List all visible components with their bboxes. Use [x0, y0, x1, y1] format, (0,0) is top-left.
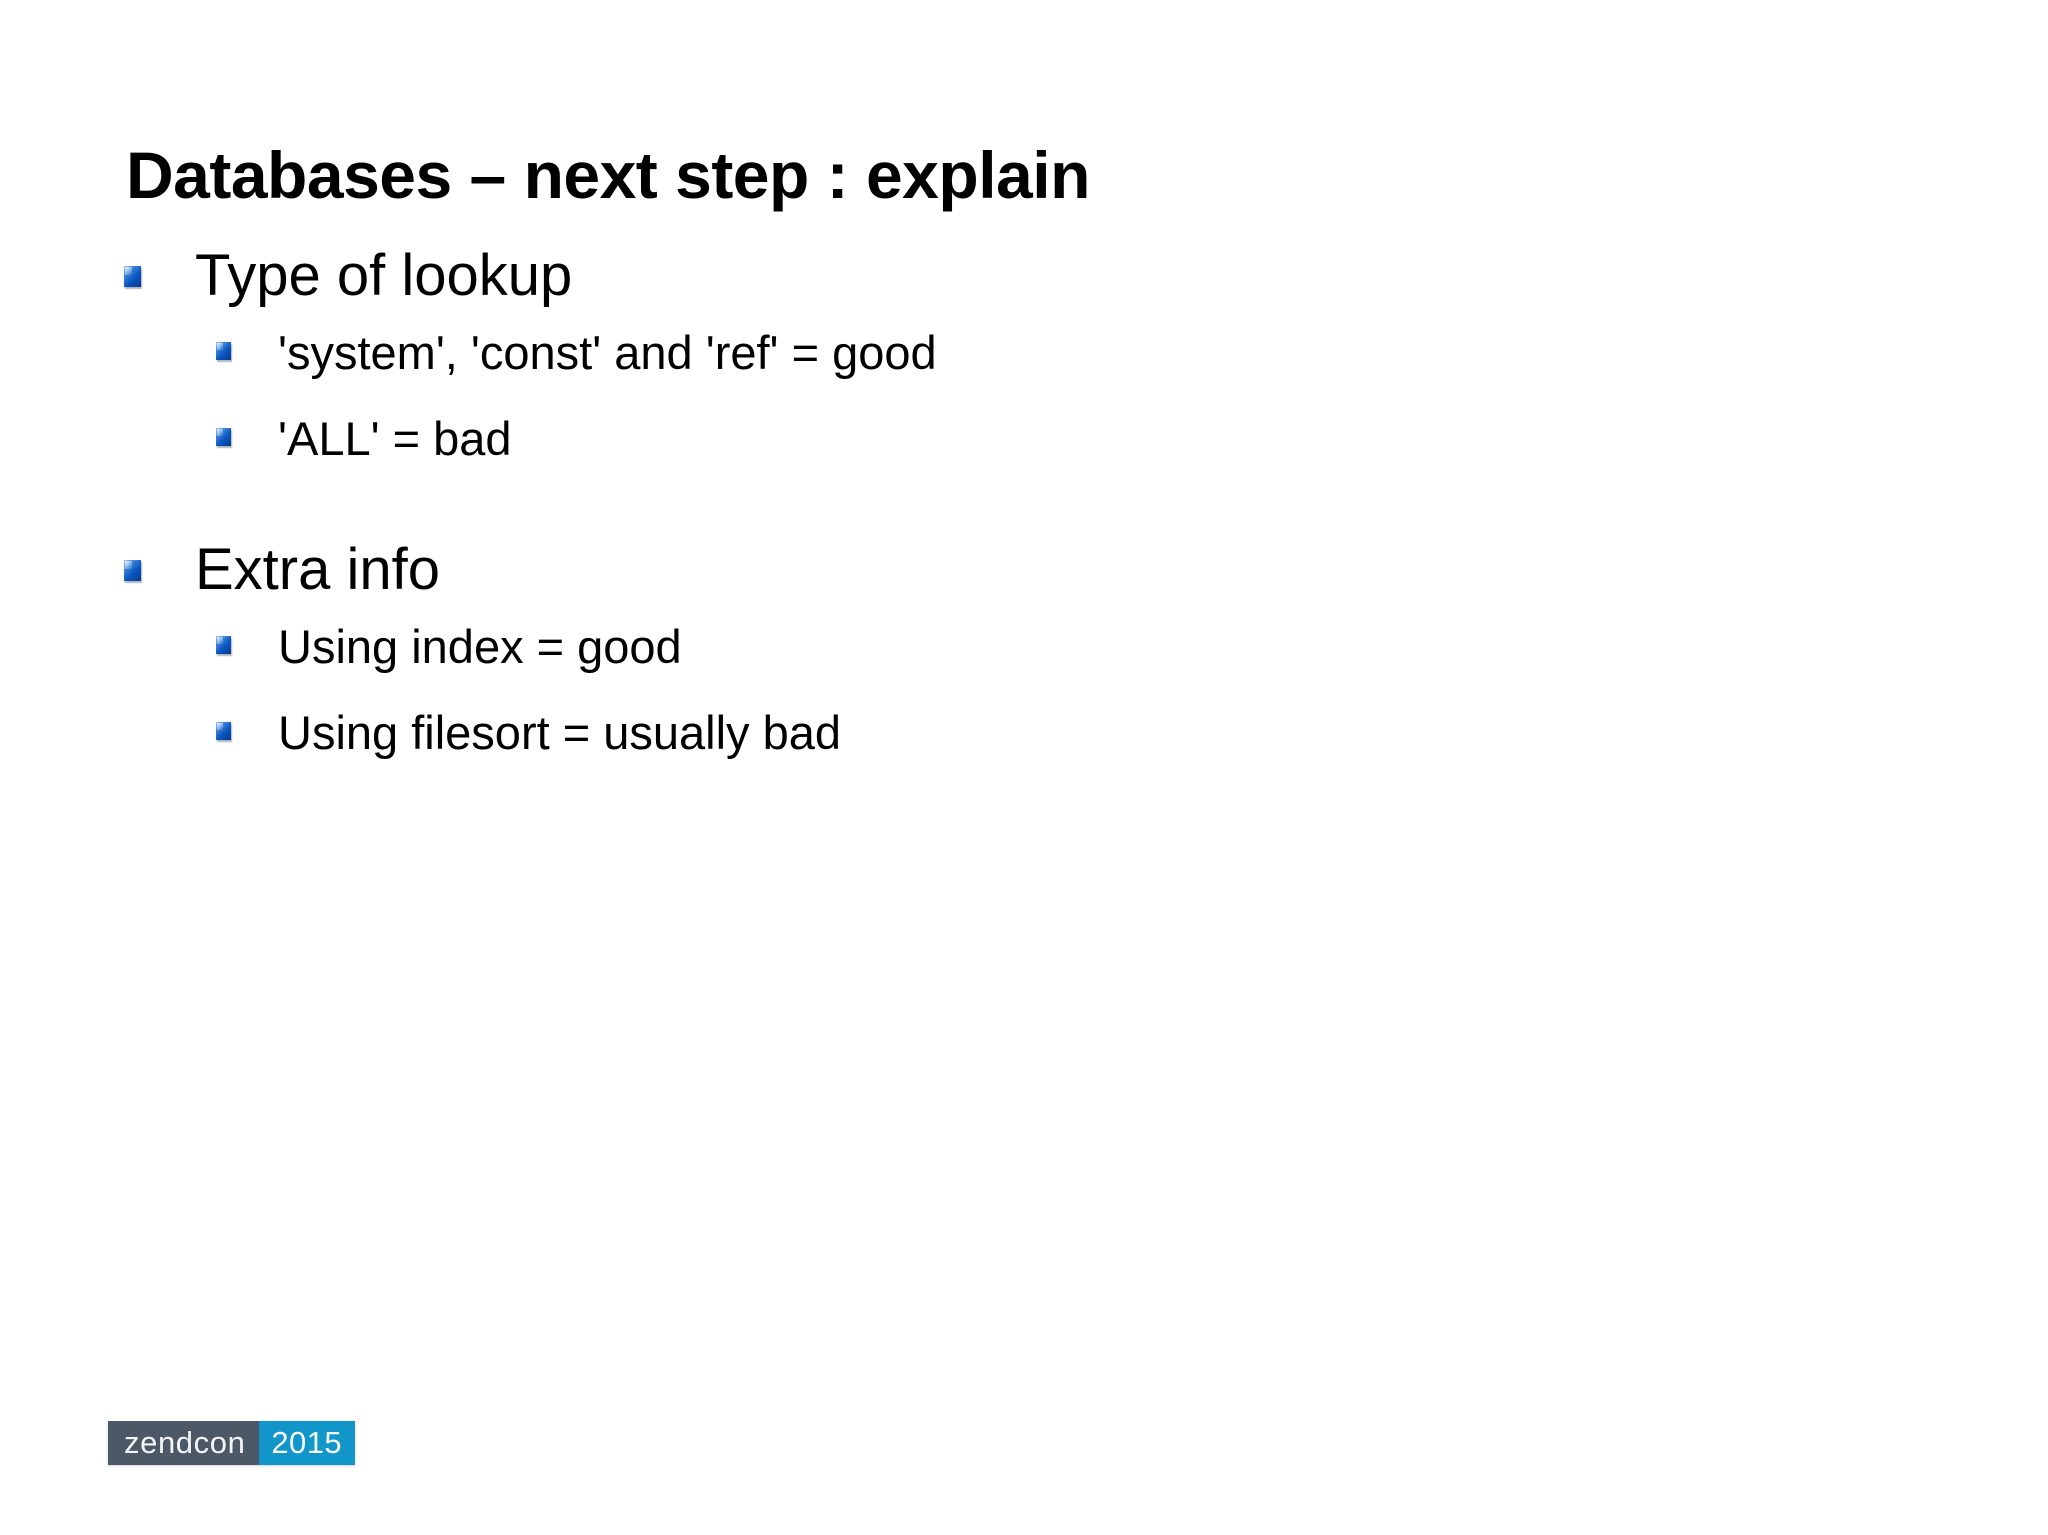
list-item: 'ALL' = bad — [0, 406, 1900, 472]
group-spacer — [0, 492, 1900, 530]
list-item: Type of lookup — [0, 236, 1900, 316]
list-item: Using filesort = usually bad — [0, 700, 1900, 766]
list-item: 'system', 'const' and 'ref' = good — [0, 320, 1900, 386]
list-item-label: Type of lookup — [195, 243, 573, 308]
logo-year-badge: 2015 — [259, 1421, 355, 1465]
blue-cube-bullet-icon — [124, 266, 142, 287]
blue-cube-bullet-icon — [216, 428, 231, 446]
list-item: Using index = good — [0, 614, 1900, 680]
logo-wordmark: zendcon — [108, 1421, 260, 1465]
blue-cube-bullet-icon — [216, 342, 231, 360]
blue-cube-bullet-icon — [216, 636, 231, 654]
zendcon-logo: zendcon 2015 — [108, 1421, 355, 1465]
blue-cube-bullet-icon — [124, 560, 142, 581]
list-item-label: 'ALL' = bad — [278, 412, 512, 465]
blue-cube-bullet-icon — [216, 722, 231, 740]
bullet-list: Type of lookup 'system', 'const' and 're… — [0, 236, 1900, 786]
page-title: Databases – next step : explain — [126, 138, 1090, 213]
list-item-label: Using index = good — [278, 620, 682, 673]
list-item-label: 'system', 'const' and 'ref' = good — [278, 326, 937, 379]
list-item: Extra info — [0, 530, 1900, 610]
list-item-label: Extra info — [195, 537, 440, 602]
list-item-label: Using filesort = usually bad — [278, 706, 841, 759]
